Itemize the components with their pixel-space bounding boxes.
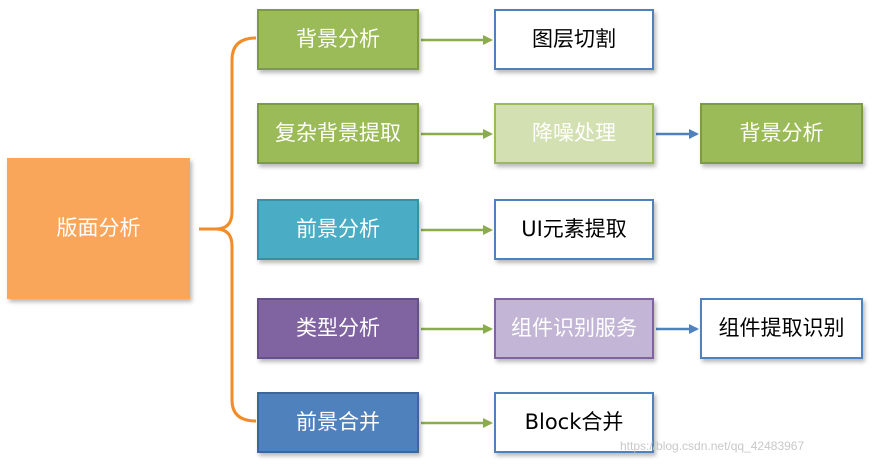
node-component-extraction-recognition: 组件提取识别 (700, 298, 863, 359)
node-complex-background-extraction: 复杂背景提取 (257, 103, 419, 164)
root-node: 版面分析 (7, 158, 190, 299)
node-type-analysis: 类型分析 (257, 298, 419, 359)
node-label: 背景分析 (296, 27, 380, 51)
node-label: 前景合并 (296, 410, 380, 434)
watermark: https://blog.csdn.net/qq_42483967 (620, 439, 805, 453)
node-denoising: 降噪处理 (494, 103, 654, 164)
node-label: 降噪处理 (532, 121, 616, 145)
node-label: 背景分析 (739, 121, 824, 145)
node-label: 复杂背景提取 (275, 121, 401, 145)
node-block-merge: Block合并 (494, 392, 654, 453)
node-layer-cutting: 图层切割 (494, 9, 654, 70)
node-background-analysis: 背景分析 (257, 9, 419, 70)
node-label: 组件提取识别 (718, 316, 845, 340)
node-ui-element-extraction: UI元素提取 (494, 199, 654, 260)
node-foreground-merge: 前景合并 (257, 392, 419, 453)
node-label: UI元素提取 (521, 217, 627, 241)
root-bracket (199, 36, 257, 423)
node-label: 组件识别服务 (511, 316, 637, 340)
root-node-label: 版面分析 (56, 216, 141, 240)
node-component-recognition-service: 组件识别服务 (494, 298, 654, 359)
node-label: 图层切割 (532, 27, 616, 51)
node-label: Block合并 (524, 410, 624, 434)
node-label: 前景分析 (296, 217, 380, 241)
node-foreground-analysis: 前景分析 (257, 199, 419, 260)
node-label: 类型分析 (296, 316, 380, 340)
node-background-analysis-2: 背景分析 (700, 103, 863, 164)
